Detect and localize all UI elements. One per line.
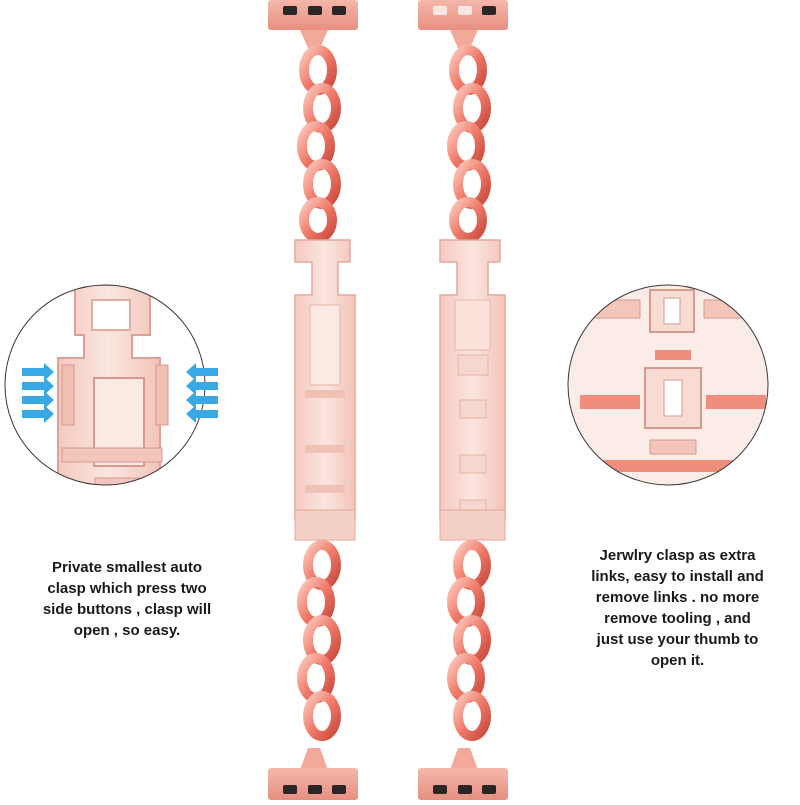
right-bottom-chain [447, 540, 491, 741]
left-bottom-chain [297, 540, 341, 741]
left-zoom-circle [4, 284, 218, 486]
left-caption-line: side buttons , clasp will [42, 601, 212, 618]
left-caption: Private smallest auto clasp which press … [22, 557, 232, 641]
right-caption-line: remove tooling , and [604, 610, 751, 627]
left-top-connector [268, 0, 358, 48]
left-top-chain [297, 45, 341, 243]
left-caption-line: open , so easy. [73, 622, 181, 639]
right-zoom-circle [567, 284, 769, 486]
left-bottom-connector [268, 748, 358, 800]
left-clasp [294, 239, 356, 541]
right-band [418, 0, 508, 800]
left-caption-line: Private smallest auto [51, 559, 203, 576]
right-caption-line: remove links . no more [595, 589, 760, 606]
left-caption-line: clasp which press two [47, 580, 207, 597]
right-top-connector [418, 0, 508, 48]
right-bottom-connector [418, 748, 508, 800]
left-press-arrows [22, 363, 218, 423]
right-caption: Jerwlry clasp as extra links, easy to in… [570, 545, 785, 671]
left-band [268, 0, 358, 800]
right-caption-line: open it. [650, 652, 705, 669]
right-caption-line: Jerwlry clasp as extra [599, 547, 756, 564]
right-top-chain [447, 45, 491, 243]
right-clasp [439, 239, 506, 541]
right-caption-line: links, easy to install and [591, 568, 764, 585]
right-caption-line: just use your thumb to [596, 631, 759, 648]
